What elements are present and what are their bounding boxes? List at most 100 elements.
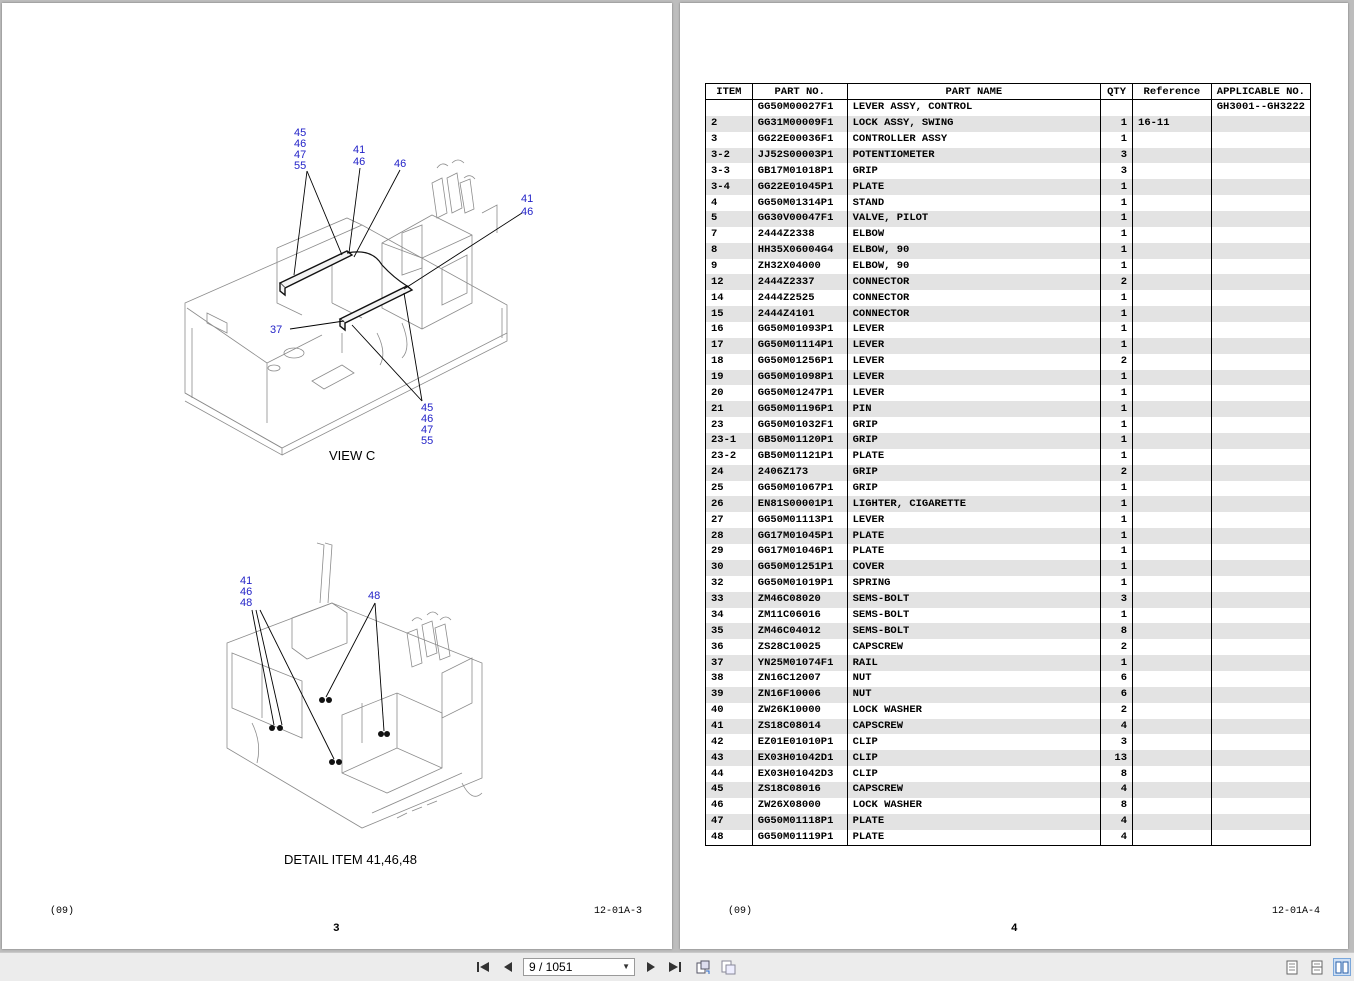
cell-reference bbox=[1132, 322, 1212, 338]
two-page-view-icon[interactable] bbox=[1333, 958, 1351, 976]
cell-applicable-no bbox=[1210, 781, 1312, 798]
cell-reference bbox=[1132, 718, 1212, 735]
cell-item: 42 bbox=[705, 734, 753, 751]
cell-reference bbox=[1132, 179, 1212, 196]
cell-part-no: 2444Z2337 bbox=[751, 274, 848, 291]
cell-item: 33 bbox=[705, 591, 753, 608]
cell-qty: 2 bbox=[1100, 353, 1134, 370]
single-page-view-icon[interactable] bbox=[1284, 959, 1300, 975]
callout-label: 48 bbox=[240, 597, 252, 609]
cell-item: 39 bbox=[705, 686, 753, 703]
cell-part-name: LOCK WASHER bbox=[846, 797, 1102, 814]
last-page-icon[interactable] bbox=[667, 959, 683, 975]
cell-applicable-no bbox=[1210, 655, 1312, 671]
cell-part-name: GRIP bbox=[846, 464, 1102, 481]
cell-reference bbox=[1132, 433, 1212, 449]
cell-qty: 1 bbox=[1100, 322, 1134, 338]
cell-qty: 8 bbox=[1100, 797, 1134, 814]
next-page-icon[interactable] bbox=[643, 959, 659, 975]
cell-applicable-no bbox=[1210, 337, 1312, 354]
cell-item: 17 bbox=[705, 337, 753, 354]
cell-reference bbox=[1132, 369, 1212, 386]
cell-applicable-no bbox=[1210, 829, 1312, 846]
cell-part-no: GB50M01120P1 bbox=[751, 433, 848, 449]
callout-label: 45 bbox=[294, 127, 306, 139]
cell-reference bbox=[1132, 480, 1212, 497]
column-header-part-name: PART NAME bbox=[846, 83, 1102, 100]
cell-item: 38 bbox=[705, 670, 753, 687]
cell-reference bbox=[1132, 353, 1212, 370]
continuous-view-icon[interactable] bbox=[1309, 959, 1325, 975]
cell-item: 48 bbox=[705, 829, 753, 846]
cell-applicable-no bbox=[1210, 226, 1312, 243]
first-page-icon[interactable] bbox=[475, 959, 491, 975]
cell-reference bbox=[1132, 559, 1212, 576]
cell-part-no: GG50M01118P1 bbox=[751, 813, 848, 830]
cell-qty: 1 bbox=[1100, 528, 1134, 545]
cell-part-name: PLATE bbox=[846, 179, 1102, 196]
cell-part-no: GG50M01119P1 bbox=[751, 829, 848, 846]
cell-part-no: GG22E01045P1 bbox=[751, 179, 848, 196]
cell-reference bbox=[1132, 242, 1212, 259]
callout-label: 47 bbox=[421, 424, 433, 436]
cell-qty: 1 bbox=[1100, 115, 1134, 132]
prev-page-icon[interactable] bbox=[500, 959, 516, 975]
callout-label: 41 bbox=[353, 144, 365, 156]
callout-label: 55 bbox=[294, 160, 306, 172]
cell-reference bbox=[1132, 306, 1212, 323]
cell-applicable-no bbox=[1210, 750, 1312, 767]
cell-part-no: JJ52S00003P1 bbox=[751, 147, 848, 164]
rotate-view-icon[interactable] bbox=[695, 959, 711, 975]
cell-applicable-no bbox=[1210, 417, 1312, 434]
cell-qty: 1 bbox=[1100, 480, 1134, 497]
cell-qty: 1 bbox=[1100, 258, 1134, 275]
cell-reference bbox=[1132, 226, 1212, 243]
cell-applicable-no bbox=[1210, 607, 1312, 624]
footer-edition: (09) bbox=[50, 906, 75, 917]
cell-part-name: CLIP bbox=[846, 766, 1102, 782]
cell-qty: 3 bbox=[1100, 147, 1134, 164]
fit-page-icon[interactable] bbox=[720, 959, 736, 975]
cell-part-no: GG50M01098P1 bbox=[751, 369, 848, 386]
cell-applicable-no bbox=[1210, 448, 1312, 465]
cell-reference bbox=[1132, 290, 1212, 307]
cell-part-name: LEVER bbox=[846, 337, 1102, 354]
callout-label: 46 bbox=[294, 138, 306, 150]
cell-part-no: GG50M01093P1 bbox=[751, 322, 848, 338]
cell-applicable-no bbox=[1210, 163, 1312, 180]
cell-part-name: GRIP bbox=[846, 163, 1102, 180]
cell-reference bbox=[1132, 575, 1212, 592]
cell-item: 16 bbox=[705, 322, 753, 338]
cell-item: 12 bbox=[705, 274, 753, 291]
cell-part-no: GG50M01067P1 bbox=[751, 480, 848, 497]
cell-part-no: ZM46C04012 bbox=[751, 623, 848, 640]
cell-qty: 4 bbox=[1100, 718, 1134, 735]
callout-label: 45 bbox=[421, 402, 433, 414]
cell-qty: 2 bbox=[1100, 464, 1134, 481]
cell-part-no: GG50M01114P1 bbox=[751, 337, 848, 354]
cell-part-no: EX03H01042D3 bbox=[751, 766, 848, 782]
cell-applicable-no bbox=[1210, 464, 1312, 481]
page-number-input[interactable]: 9 / 1051 ▼ bbox=[523, 958, 635, 976]
cell-qty: 4 bbox=[1100, 781, 1134, 798]
chevron-down-icon[interactable]: ▼ bbox=[622, 962, 630, 971]
cell-part-name: LEVER bbox=[846, 369, 1102, 386]
cell-qty: 1 bbox=[1100, 131, 1134, 148]
cell-reference bbox=[1132, 639, 1212, 656]
cell-part-name: POTENTIOMETER bbox=[846, 147, 1102, 164]
footer-section-code: 12-01A-4 bbox=[1272, 906, 1321, 917]
cell-part-no: ZS18C08016 bbox=[751, 781, 848, 798]
